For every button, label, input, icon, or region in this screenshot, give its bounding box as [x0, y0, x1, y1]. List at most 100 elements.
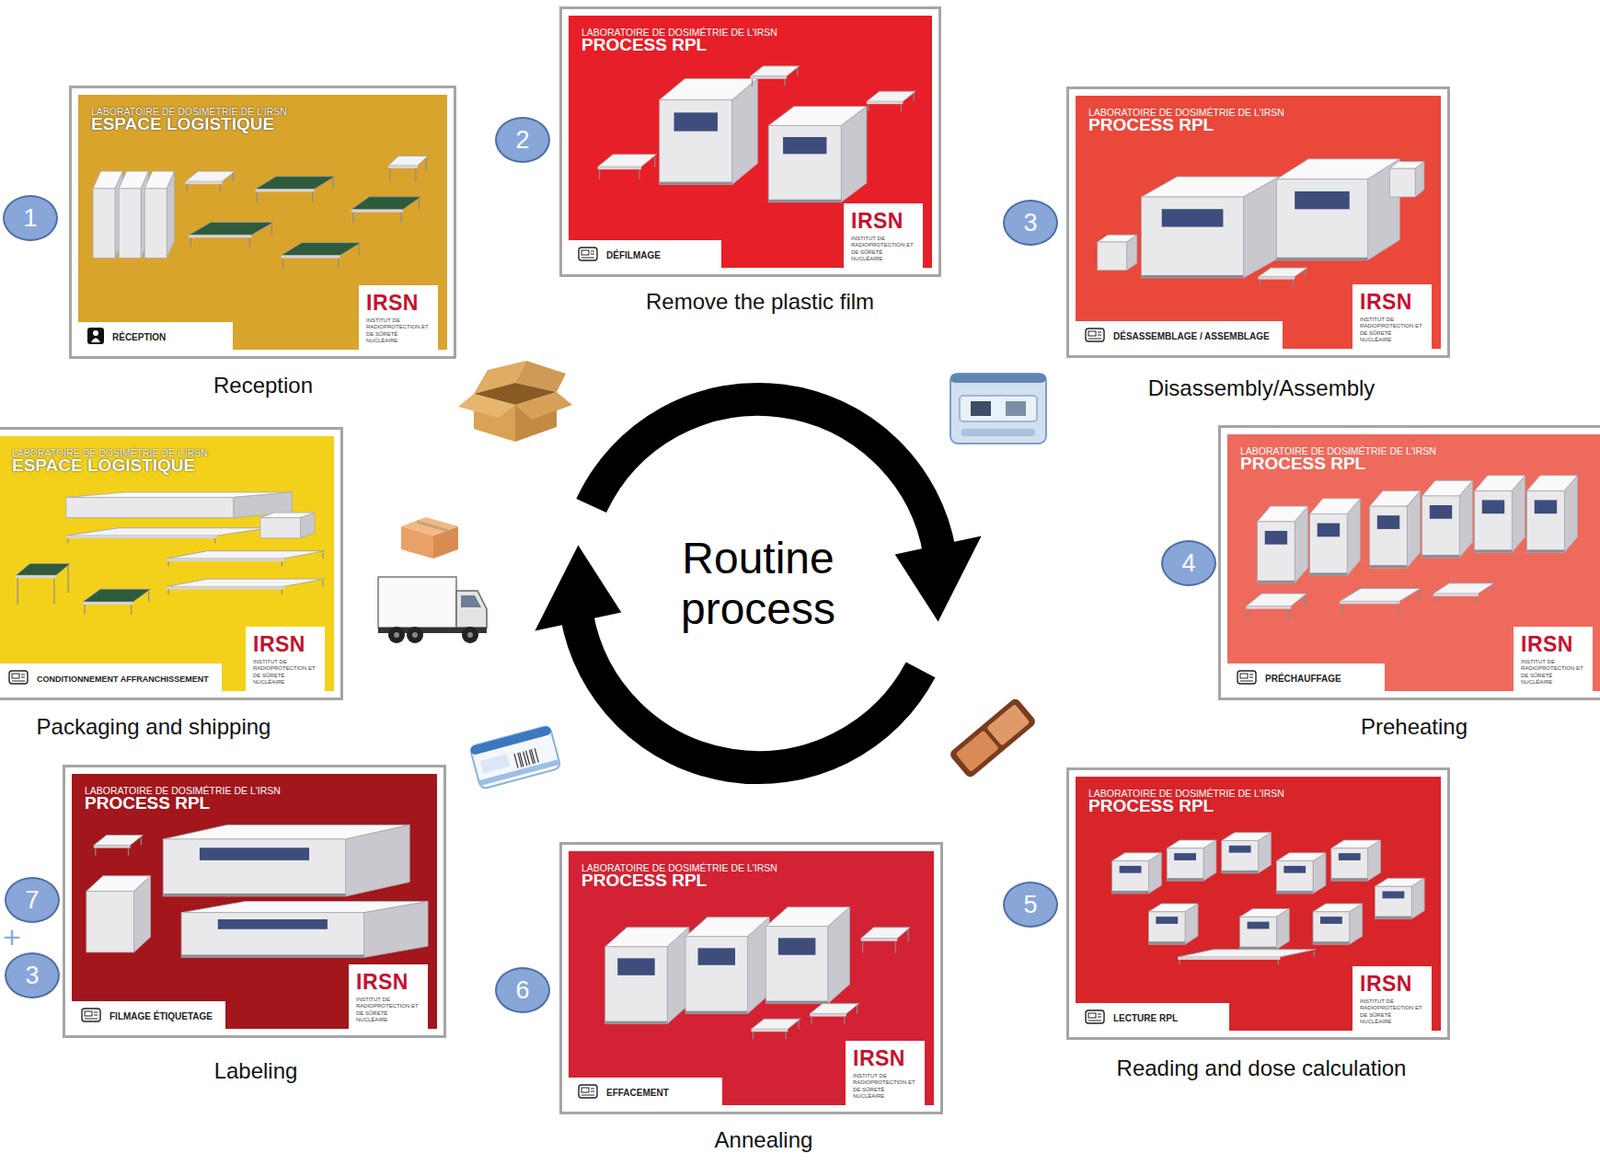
- rect-part: [480, 753, 511, 773]
- rect-part: [959, 395, 1037, 422]
- polygon-part: [1245, 593, 1307, 607]
- equipment-shape: [1097, 234, 1138, 271]
- line-part: [1304, 595, 1306, 607]
- rect-part: [1527, 549, 1566, 553]
- polygon-part: [861, 927, 911, 939]
- rect-part: [1148, 941, 1186, 944]
- rect-part: [1276, 861, 1313, 894]
- institute-name: INSTITUT DE RADIOPROTECTION ET DE SÛRETÉ…: [356, 996, 421, 1024]
- rect-part: [66, 535, 218, 539]
- title-holder: ESPACE LOGISTIQUE: [11, 455, 196, 476]
- polygon-part: [401, 517, 459, 536]
- equipment-shape: [1258, 267, 1309, 286]
- rect-part: [1240, 946, 1278, 950]
- stage-strip: DÉSASSEMBLAGE / ASSEMBLAGE: [1075, 321, 1283, 349]
- equipment-shape: [1312, 903, 1363, 944]
- process-title: PROCESS RPL: [581, 34, 707, 55]
- label-holder: +: [0, 919, 26, 956]
- process-title: ESPACE LOGISTIQUE: [11, 455, 196, 475]
- rect-part: [1085, 1010, 1105, 1024]
- rect-part: [1474, 490, 1513, 553]
- line-part: [219, 184, 221, 192]
- stage-text-holder: FILMAGE ÉTIQUETAGE: [109, 1006, 213, 1024]
- line-part: [418, 198, 420, 210]
- line-part: [414, 168, 416, 182]
- rect-part: [1338, 852, 1361, 861]
- equipment-shape: [1474, 475, 1526, 553]
- equipment-shape: [1527, 475, 1578, 553]
- polygon-part: [166, 578, 325, 587]
- line-part: [796, 68, 798, 77]
- line-part: [352, 212, 354, 223]
- equipment-shape: [768, 106, 867, 203]
- equipment-shape: [144, 171, 174, 258]
- rect-part: [388, 165, 418, 169]
- process-card: LABORATOIRE DE DOSIMÉTRIE DE L'IRSNPROCE…: [1066, 767, 1451, 1040]
- line-part: [400, 212, 402, 223]
- equipment-shape: [260, 512, 315, 539]
- equipment-shape: [1433, 583, 1495, 604]
- equipment-shape: [254, 176, 335, 203]
- rect-part: [1375, 916, 1413, 920]
- rect-part: [866, 101, 904, 104]
- step-caption: Remove the plastic film: [645, 288, 875, 314]
- card-panel: LABORATOIRE DE DOSIMÉTRIE DE L'IRSNPROCE…: [71, 773, 438, 1029]
- rect-part: [617, 957, 655, 975]
- line-part: [68, 565, 70, 594]
- equipment-shape: [1257, 506, 1309, 584]
- process-card: LABORATOIRE DE DOSIMÉTRIE DE L'IRSNPROCE…: [1066, 86, 1451, 358]
- rect-part: [1310, 572, 1348, 576]
- stage-text-holder: DÉFILMAGE: [606, 245, 661, 263]
- step-number: 1: [4, 196, 57, 240]
- line-part: [322, 552, 323, 559]
- path-part: [91, 338, 101, 344]
- polygon-part: [1564, 475, 1577, 553]
- parcel-icon: [401, 517, 459, 559]
- polygon-part: [809, 1003, 860, 1014]
- rect-part: [1310, 513, 1348, 576]
- polygon-part: [1411, 877, 1425, 919]
- rect-part: [782, 137, 827, 154]
- equipment-shape: [1112, 852, 1163, 894]
- reader-icon: [577, 246, 599, 262]
- line-part: [358, 244, 360, 256]
- equipment-shape: [598, 154, 657, 180]
- rect-part: [469, 725, 553, 756]
- polygon-part: [66, 528, 270, 536]
- line-part: [337, 258, 339, 269]
- line-part: [190, 237, 192, 248]
- process-title: PROCESS RPL: [1088, 115, 1214, 135]
- circle-part: [412, 632, 418, 638]
- rect-part: [378, 576, 457, 628]
- rect-part: [1320, 916, 1343, 924]
- rect-part: [809, 1013, 847, 1017]
- logo-box: IRSNINSTITUT DE RADIOPROTECTION ET DE SÛ…: [1352, 966, 1432, 1031]
- line-part: [282, 258, 284, 269]
- rect-part: [1166, 877, 1204, 881]
- line-part: [53, 577, 55, 605]
- stage-text-holder: RÉCEPTION: [112, 327, 166, 345]
- equipment-shape: [184, 171, 235, 192]
- rect-part: [778, 937, 816, 955]
- rect-part: [1088, 1012, 1096, 1018]
- polygon-part: [345, 824, 410, 897]
- polygon-part: [1243, 176, 1280, 278]
- rect-part: [82, 601, 134, 605]
- rect-part: [1221, 870, 1259, 874]
- stage-text-holder: LECTURE RPL: [1113, 1008, 1178, 1025]
- polygon-part: [1349, 903, 1363, 944]
- title-holder: PROCESS RPL: [1088, 115, 1214, 136]
- rect-part: [659, 182, 733, 185]
- path-part: [1240, 674, 1254, 681]
- line-part: [256, 191, 258, 202]
- equipment-shape: [86, 875, 151, 953]
- card-panel: LABORATOIRE DE DOSIMÉTRIE DE L'IRSNPROCE…: [568, 851, 934, 1106]
- path-part: [581, 1088, 595, 1095]
- rect-part: [751, 1028, 789, 1032]
- line-part: [1292, 279, 1294, 287]
- line-part: [908, 929, 910, 943]
- stage-text-holder: DÉSASSEMBLAGE / ASSEMBLAGE: [1113, 326, 1270, 344]
- logo-text: IRSN: [1520, 633, 1586, 656]
- card-panel: LABORATOIRE DE DOSIMÉTRIE DE L'IRSNPROCE…: [1075, 95, 1441, 349]
- rect-part: [950, 373, 1047, 383]
